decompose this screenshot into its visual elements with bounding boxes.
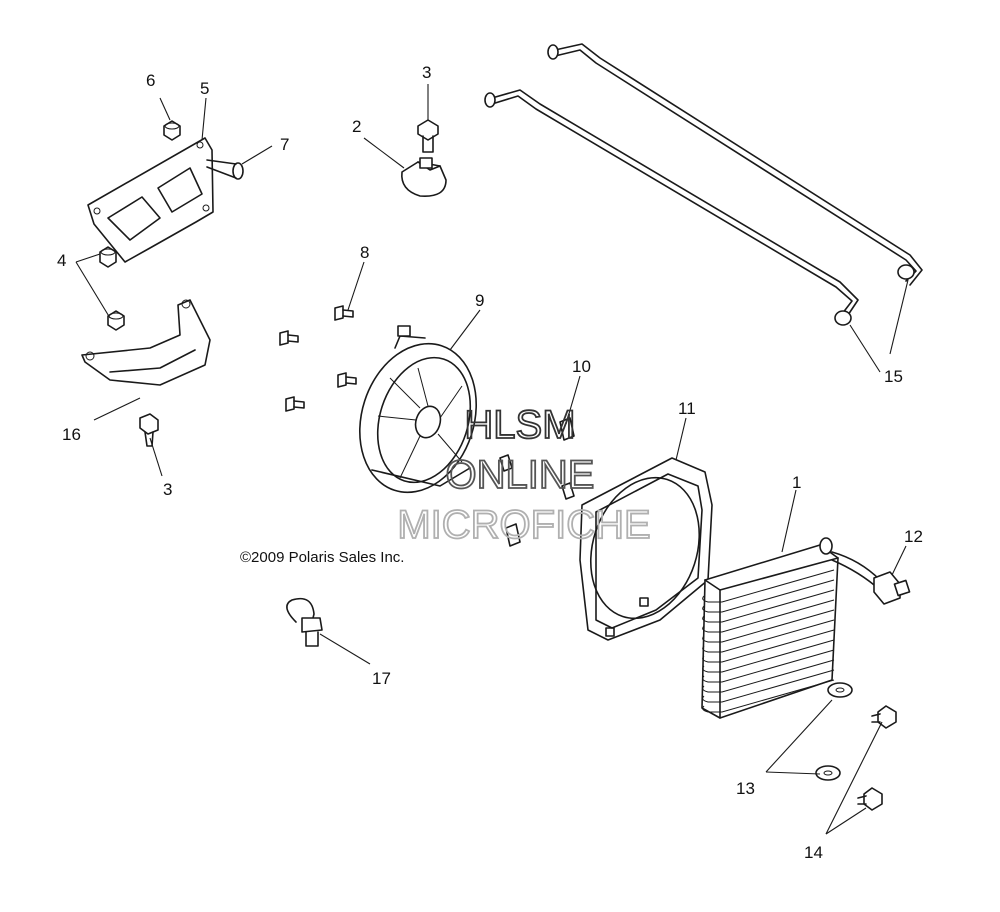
cooler-fin — [702, 649, 835, 683]
callout-17: 17 — [372, 669, 391, 688]
cooler-fin — [702, 589, 835, 623]
watermark-line-2: ONLINE — [446, 453, 595, 497]
callout-3-lower: 3 — [163, 480, 172, 499]
callout-15: 15 — [884, 367, 903, 386]
cooler-fin — [702, 679, 835, 713]
cooler-fin — [702, 609, 835, 643]
callout-12: 12 — [904, 527, 923, 546]
cooler-fin — [702, 659, 835, 693]
pin-part-7 — [206, 159, 244, 180]
watermark-line-1: HLSM — [464, 403, 575, 447]
screw-part-3-lower — [139, 413, 159, 447]
nut-part-4a — [99, 246, 117, 268]
cooler-fin — [702, 629, 835, 663]
cooler-fin — [702, 669, 835, 703]
cooler-fin — [702, 619, 835, 653]
callout-11: 11 — [678, 399, 696, 418]
callout-5: 5 — [200, 79, 209, 98]
callout-14: 14 — [804, 843, 823, 862]
cooler-fin — [702, 639, 835, 673]
watermark: HLSM ONLINE MICROFICHE — [396, 402, 651, 548]
cooler-fin — [702, 599, 835, 633]
callout-9: 9 — [475, 291, 484, 310]
clamp-part-2 — [401, 157, 447, 197]
leader-lines — [75, 84, 909, 835]
callout-8: 8 — [360, 243, 369, 262]
callout-labels: 1 2 3 3 4 5 6 7 8 9 10 11 12 13 14 15 16… — [57, 63, 923, 862]
callout-2: 2 — [352, 117, 361, 136]
oil-cooler-part-1 — [701, 537, 881, 719]
callout-4: 4 — [57, 251, 66, 270]
cooling-fan-part-9 — [358, 325, 478, 494]
screws-part-8 — [279, 305, 357, 412]
callout-13: 13 — [736, 779, 755, 798]
screw-part-3-upper — [417, 119, 439, 153]
copyright-notice: ©2009 Polaris Sales Inc. — [240, 549, 404, 566]
callout-10: 10 — [572, 357, 591, 376]
bolts-part-14 — [857, 705, 897, 811]
clamp-part-17 — [286, 597, 323, 647]
watermark-line-3: MICROFICHE — [397, 503, 650, 547]
cooler-fin — [702, 569, 835, 603]
lower-bracket-part-16 — [81, 299, 211, 386]
callout-3-upper: 3 — [422, 63, 431, 82]
callout-1: 1 — [792, 473, 801, 492]
nut-part-6 — [163, 120, 181, 141]
clips-part-10 — [499, 417, 575, 547]
nut-part-4b — [107, 310, 125, 331]
oil-lines-part-15 — [484, 43, 923, 326]
callout-7: 7 — [280, 135, 289, 154]
connector-part-12 — [873, 571, 911, 605]
callout-16: 16 — [62, 425, 81, 444]
washers-part-13 — [815, 682, 853, 781]
cooler-fin — [702, 579, 835, 613]
upper-bracket-part-5 — [87, 137, 214, 263]
callout-6: 6 — [146, 71, 155, 90]
fan-shroud-part-11 — [579, 457, 713, 641]
